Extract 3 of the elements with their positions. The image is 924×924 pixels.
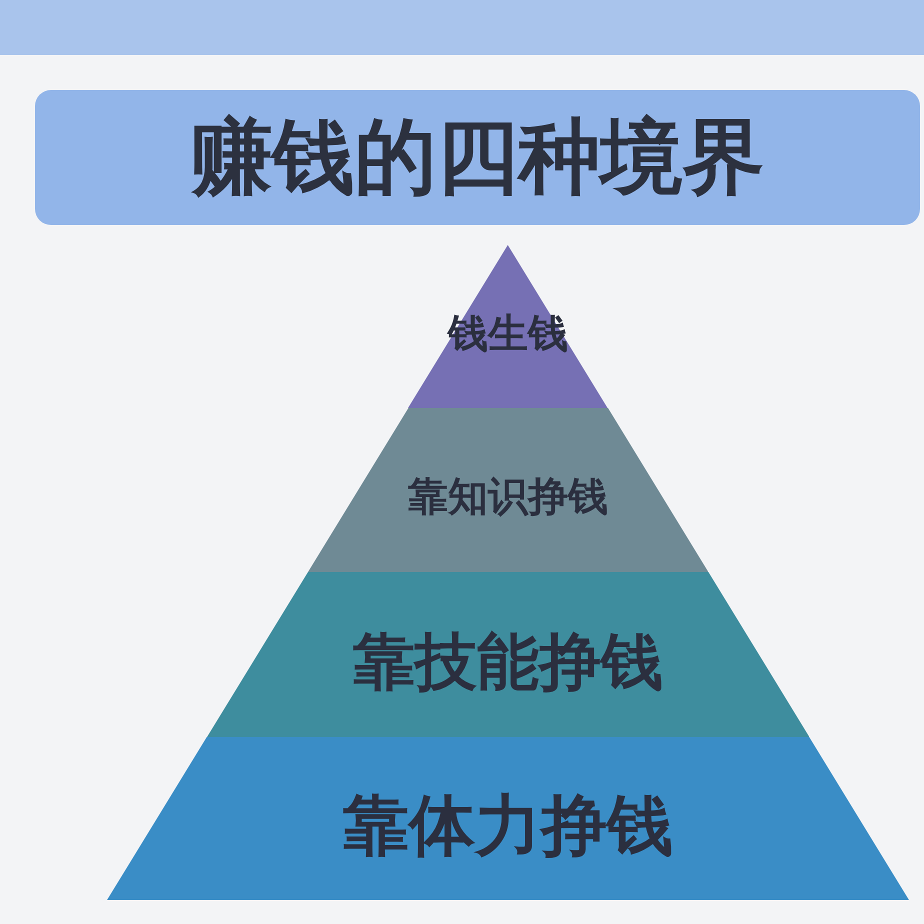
tier-label: 靠体力挣钱	[343, 792, 673, 858]
tier-label: 靠知识挣钱	[408, 477, 608, 517]
tier-label: 靠技能挣钱	[352, 630, 663, 692]
